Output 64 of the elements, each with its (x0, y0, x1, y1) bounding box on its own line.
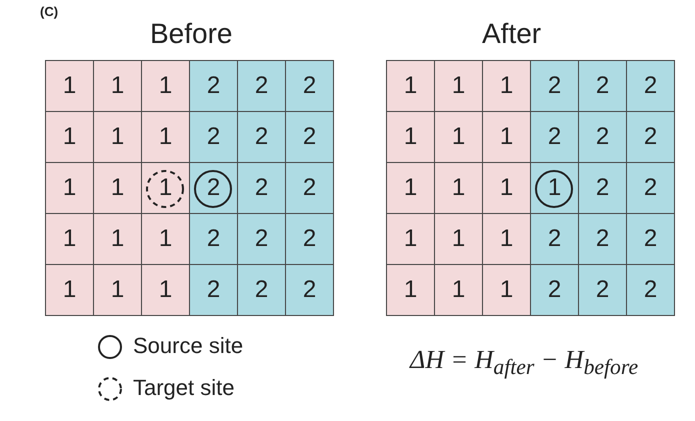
panel-label: (C) (40, 4, 58, 19)
grid-cell: 2 (237, 60, 286, 112)
formula: ΔH = H$_{after}$ − H$_{before}$ (410, 345, 638, 380)
grid-cell: 2 (237, 111, 286, 163)
grid-cell: 2 (237, 213, 286, 265)
grid-cell: 2 (530, 213, 579, 265)
grid-cell: 1 (93, 264, 142, 316)
grid-cell: 1 (93, 60, 142, 112)
grid-cell: 1 (434, 60, 483, 112)
grid-cell: 1 (482, 60, 531, 112)
grid-cell: 2 (189, 264, 238, 316)
grid-cell: 1 (141, 213, 190, 265)
grid-cell: 2 (237, 264, 286, 316)
grid-cell: 1 (141, 111, 190, 163)
grid-cell: 2 (626, 264, 675, 316)
grid-cell: 1 (434, 264, 483, 316)
grid-cell: 1 (386, 162, 435, 214)
grid-cell: 1 (45, 264, 94, 316)
grid-cell: 2 (578, 264, 627, 316)
grid-cell: 2 (285, 60, 334, 112)
grid-cell: 1 (45, 60, 94, 112)
grid-heading: Before (150, 18, 232, 50)
legend-text: Target site (133, 375, 234, 401)
grid-cell: 2 (530, 111, 579, 163)
grid-cell: 1 (482, 213, 531, 265)
grid-cell: 1 (482, 111, 531, 163)
grid-cell: 2 (530, 60, 579, 112)
grid-cell: 1 (386, 213, 435, 265)
grid-cell: 1 (434, 162, 483, 214)
grid-cell: 1 (141, 162, 190, 214)
grid-cell: 2 (626, 60, 675, 112)
grid-heading: After (482, 18, 542, 50)
grid-cell: 1 (386, 264, 435, 316)
grid-cell: 1 (93, 162, 142, 214)
grid-cell: 1 (45, 111, 94, 163)
grid-cell: 1 (45, 213, 94, 265)
grid-cell: 2 (530, 264, 579, 316)
grid-cell: 1 (141, 60, 190, 112)
grid-cell: 1 (45, 162, 94, 214)
legend-text: Source site (133, 333, 244, 359)
grid-cell: 1 (141, 264, 190, 316)
grid-cell: 2 (237, 162, 286, 214)
grid-cell: 2 (189, 111, 238, 163)
grid-cell: 1 (434, 213, 483, 265)
grid-cell: 2 (626, 162, 675, 214)
grid-cell: 1 (482, 264, 531, 316)
grid-cell: 2 (285, 111, 334, 163)
grid-cell: 1 (434, 111, 483, 163)
grid-cell: 1 (386, 60, 435, 112)
grid-cell: 2 (578, 60, 627, 112)
grid-cell: 1 (482, 162, 531, 214)
grid-cell: 2 (189, 60, 238, 112)
grid-cell: 2 (578, 213, 627, 265)
grid-cell: 2 (578, 111, 627, 163)
grid-cell: 1 (93, 111, 142, 163)
grid-cell: 1 (386, 111, 435, 163)
grid-cell: 2 (626, 213, 675, 265)
grid-cell: 2 (285, 264, 334, 316)
grid-cell: 2 (626, 111, 675, 163)
grid-cell: 2 (578, 162, 627, 214)
grid-cell: 1 (93, 213, 142, 265)
grid-cell: 2 (285, 162, 334, 214)
grid-cell: 2 (189, 213, 238, 265)
grid-cell: 2 (285, 213, 334, 265)
